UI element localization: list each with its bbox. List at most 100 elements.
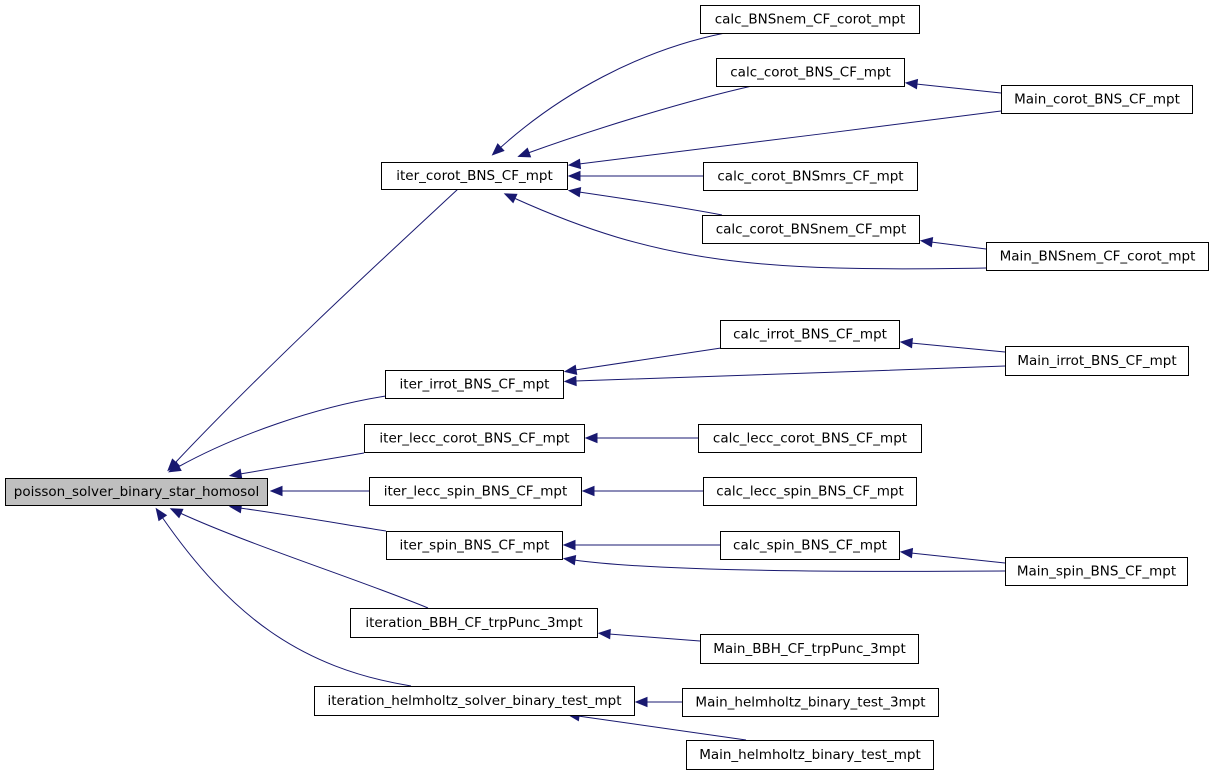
edge-line (910, 552, 1006, 564)
node-iter-lecc-corot[interactable]: iter_lecc_corot_BNS_CF_mpt (364, 424, 585, 453)
edge-arrowhead (634, 696, 648, 708)
edge-arrowhead (899, 547, 914, 559)
node-box (350, 608, 598, 638)
edge-line (574, 365, 1006, 382)
node-iter-spin[interactable]: iter_spin_BNS_CF_mpt (386, 531, 563, 560)
edge-arrowhead (567, 187, 582, 198)
edge-line (239, 452, 365, 475)
node-iteration-bbh[interactable]: iteration_BBH_CF_trpPunc_3mpt (350, 608, 598, 638)
node-box (1001, 85, 1193, 114)
edge-main-bbh-to-iteration-bbh (597, 628, 701, 642)
node-root[interactable]: poisson_solver_binary_star_homosol (5, 478, 268, 506)
edge-main-spin-to-iter-spin (562, 555, 1006, 572)
node-label: iter_lecc_corot_BNS_CF_mpt (379, 431, 569, 447)
edge-main-irrot-to-iter-irrot (563, 365, 1006, 387)
node-main-irrot[interactable]: Main_irrot_BNS_CF_mpt (1005, 346, 1189, 376)
edge-line (930, 241, 987, 250)
edge-calc-bnsnem-corot-to-iter-corot (491, 32, 726, 156)
node-label: iteration_helmholtz_solver_binary_test_m… (327, 693, 621, 709)
edge-arrowhead (169, 508, 184, 519)
edge-arrowhead (581, 485, 595, 497)
node-calc-lecc-corot[interactable]: calc_lecc_corot_BNS_CF_mpt (698, 424, 922, 453)
node-box (386, 531, 563, 560)
node-box (720, 320, 900, 349)
node-label: Main_helmholtz_binary_test_3mpt (695, 695, 925, 711)
node-main-helm-3mpt[interactable]: Main_helmholtz_binary_test_3mpt (682, 688, 939, 717)
edge-main-bnsnem-corot-to-iter-corot (503, 193, 987, 270)
node-label: iter_lecc_spin_BNS_CF_mpt (384, 484, 568, 500)
edge-calc-corot-to-iter-corot (517, 85, 753, 158)
node-label: iter_corot_BNS_CF_mpt (396, 168, 553, 184)
node-calc-corot-bnsnem[interactable]: calc_corot_BNSnem_CF_mpt (702, 215, 920, 244)
node-box (369, 477, 582, 506)
edge-arrowhead (517, 147, 532, 158)
node-calc-corot[interactable]: calc_corot_BNS_CF_mpt (716, 58, 905, 87)
edge-arrowhead (562, 539, 576, 551)
node-calc-bnsnem-corot[interactable]: calc_BNSnem_CF_corot_mpt (700, 5, 920, 34)
node-label: calc_BNSnem_CF_corot_mpt (715, 12, 906, 28)
edge-iter-lecc-corot-to-root (228, 452, 365, 479)
edge-iteration-helm-to-root (155, 507, 412, 687)
edge-calc-spin-to-iter-spin (562, 539, 720, 551)
node-label: iter_spin_BNS_CF_mpt (400, 538, 550, 554)
node-label: Main_BNSnem_CF_corot_mpt (1000, 249, 1196, 265)
node-main-spin[interactable]: Main_spin_BNS_CF_mpt (1005, 557, 1188, 586)
edge-main-helm-3mpt-to-iteration-helm (634, 696, 682, 708)
node-calc-spin[interactable]: calc_spin_BNS_CF_mpt (720, 531, 900, 560)
edge-main-irrot-to-calc-irrot (899, 337, 1006, 353)
node-label: calc_corot_BNSmrs_CF_mpt (717, 169, 903, 185)
edge-main-bnsnem-corot-to-calc-corot-bnsnem (919, 237, 987, 250)
node-box (1005, 346, 1189, 376)
node-calc-irrot[interactable]: calc_irrot_BNS_CF_mpt (720, 320, 900, 349)
edge-arrowhead (228, 468, 243, 479)
edge-main-corot-to-iter-corot (567, 110, 1002, 170)
edge-arrowhead (584, 432, 598, 444)
edge-line (910, 342, 1006, 353)
node-box (682, 688, 939, 717)
edge-line (239, 507, 387, 532)
edge-arrowhead (904, 78, 919, 90)
node-label: calc_spin_BNS_CF_mpt (733, 538, 887, 554)
node-main-bbh[interactable]: Main_BBH_CF_trpPunc_3mpt (700, 634, 919, 664)
edge-calc-lecc-spin-to-iter-lecc-spin (581, 485, 703, 497)
node-label: calc_corot_BNSnem_CF_mpt (716, 222, 907, 238)
edge-line (179, 512, 429, 609)
node-label: iteration_BBH_CF_trpPunc_3mpt (365, 615, 582, 631)
node-label: Main_spin_BNS_CF_mpt (1017, 564, 1176, 580)
node-label: iter_irrot_BNS_CF_mpt (400, 377, 550, 393)
node-iteration-helm[interactable]: iteration_helmholtz_solver_binary_test_m… (314, 686, 635, 716)
node-box (698, 424, 922, 453)
call-graph-nodes: poisson_solver_binary_star_homosol iter_c… (5, 5, 1209, 770)
node-box (385, 370, 564, 399)
node-main-bnsnem-corot[interactable]: Main_BNSnem_CF_corot_mpt (986, 242, 1209, 271)
edge-arrowhead (491, 143, 505, 156)
edge-line (499, 32, 726, 149)
edge-calc-lecc-corot-to-iter-lecc-corot (584, 432, 698, 444)
edge-line (527, 85, 753, 154)
node-iter-lecc-spin[interactable]: iter_lecc_spin_BNS_CF_mpt (369, 477, 582, 506)
edge-arrowhead (168, 461, 182, 473)
node-box (702, 215, 920, 244)
node-label: Main_corot_BNS_CF_mpt (1014, 92, 1180, 108)
edge-iteration-bbh-to-root (169, 508, 429, 609)
node-box (381, 162, 568, 190)
node-box (364, 424, 585, 453)
edge-line (161, 516, 412, 687)
node-calc-lecc-spin[interactable]: calc_lecc_spin_BNS_CF_mpt (703, 477, 917, 506)
node-box (700, 5, 920, 34)
node-label: Main_helmholtz_binary_test_mpt (699, 747, 921, 763)
node-box (686, 740, 934, 770)
node-main-corot[interactable]: Main_corot_BNS_CF_mpt (1001, 85, 1193, 114)
node-iter-corot[interactable]: iter_corot_BNS_CF_mpt (381, 162, 568, 190)
node-calc-corot-bnsmrs[interactable]: calc_corot_BNSmrs_CF_mpt (703, 162, 918, 191)
node-main-helm-mpt[interactable]: Main_helmholtz_binary_test_mpt (686, 740, 934, 770)
edge-calc-corot-bnsnem-to-iter-corot (567, 187, 723, 216)
edge-line (577, 715, 747, 741)
node-box (314, 686, 635, 716)
edge-line (574, 347, 722, 371)
call-graph-edges (155, 32, 1006, 741)
node-iter-irrot[interactable]: iter_irrot_BNS_CF_mpt (385, 370, 564, 399)
edge-iter-spin-to-root (228, 503, 387, 532)
node-box (700, 634, 919, 664)
